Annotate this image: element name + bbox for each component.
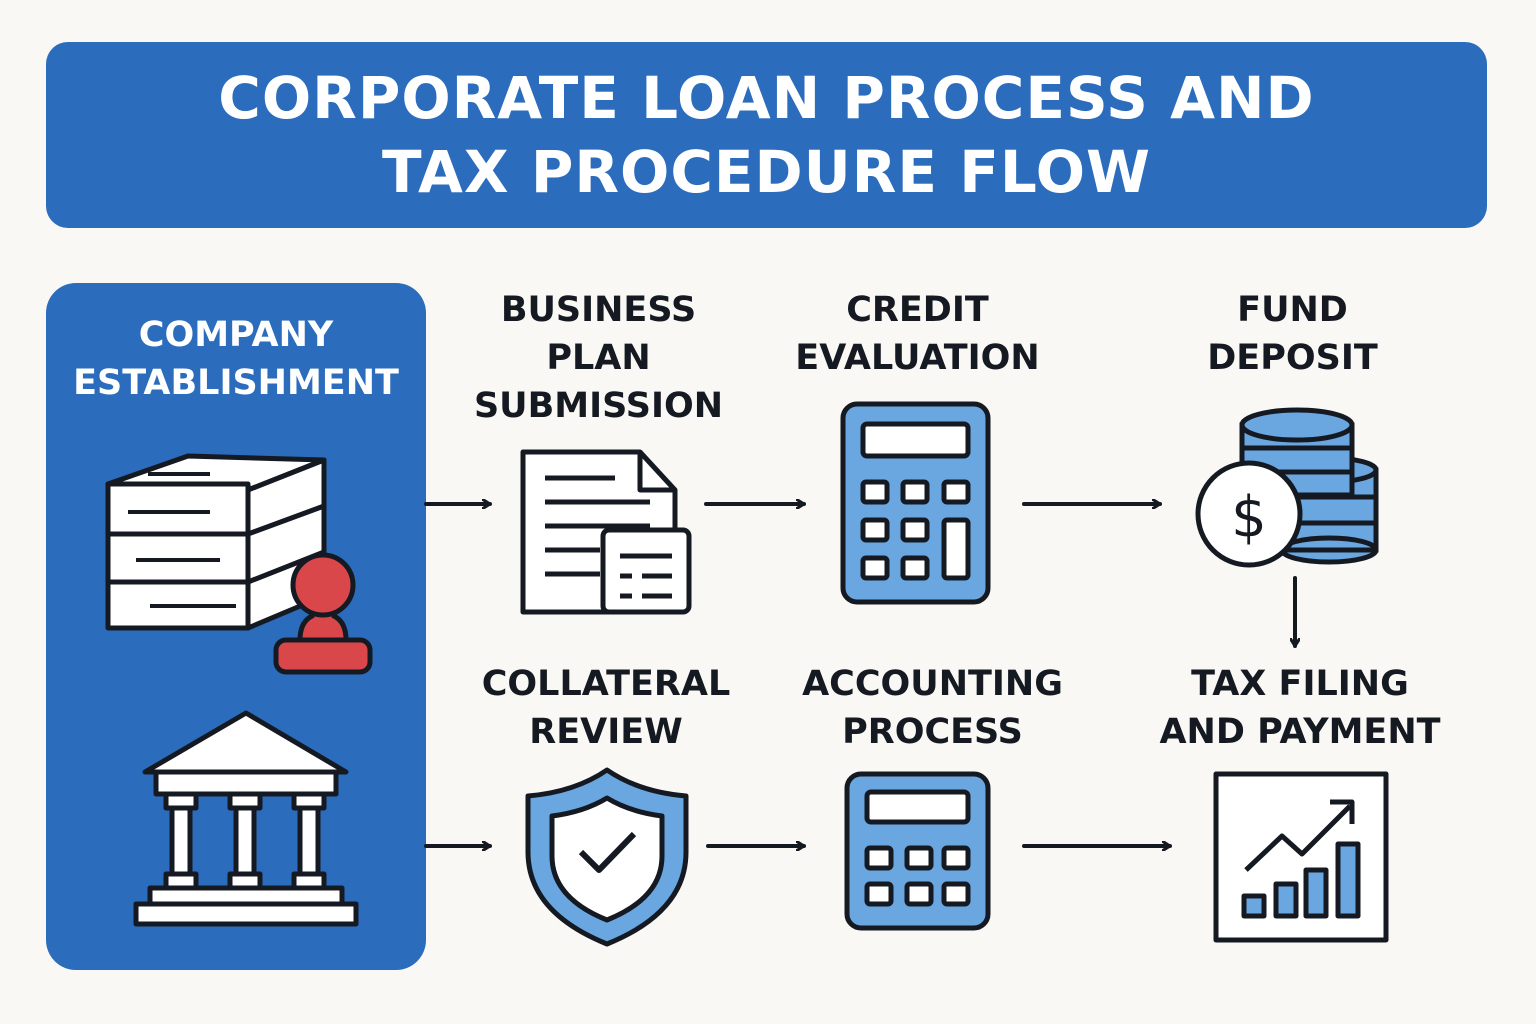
page-title: CORPORATE LOAN PROCESS AND TAX PROCEDURE…	[46, 42, 1487, 228]
title-banner: CORPORATE LOAN PROCESS AND TAX PROCEDURE…	[46, 42, 1487, 228]
label-line: SUBMISSION	[473, 386, 724, 426]
company-establishment-title-line-1: COMPANY	[138, 315, 334, 355]
page-title-line-1: CORPORATE LOAN PROCESS AND	[218, 64, 1315, 132]
document-icon	[520, 449, 692, 615]
label-line: DEPOSIT	[1207, 338, 1378, 378]
step-label-tax-filing-and-payment: TAX FILING AND PAYMENT	[1140, 660, 1460, 756]
label-line: TAX FILING	[1191, 664, 1409, 704]
step-label-business-plan-submission: BUSINESS PLAN SUBMISSION	[446, 286, 751, 430]
label-line: AND PAYMENT	[1159, 712, 1441, 752]
label-line: BUSINESS	[500, 290, 697, 330]
step-label-collateral-review: COLLATERAL REVIEW	[446, 660, 766, 756]
growth-chart-icon	[1213, 771, 1389, 943]
stamp-icon	[273, 552, 373, 675]
label-line: REVIEW	[529, 712, 683, 752]
calculator-icon	[840, 401, 991, 605]
label-line: EVALUATION	[795, 338, 1040, 378]
svg-text:$: $	[1231, 485, 1267, 550]
label-line: COLLATERAL	[481, 664, 731, 704]
page-title-line-2: TAX PROCEDURE FLOW	[381, 138, 1152, 206]
coins-dollar-icon: $	[1195, 407, 1379, 568]
box-stack-icon	[105, 453, 327, 631]
step-label-accounting-process: ACCOUNTING PROCESS	[775, 660, 1090, 756]
step-label-fund-deposit: FUND DEPOSIT	[1160, 286, 1425, 382]
label-line: PLAN	[546, 338, 651, 378]
arrows	[424, 504, 1295, 846]
company-establishment-title-line-2: ESTABLISHMENT	[73, 363, 399, 403]
bank-icon	[133, 710, 359, 927]
label-line: CREDIT	[846, 290, 989, 330]
step-label-credit-evaluation: CREDIT EVALUATION	[760, 286, 1075, 382]
label-line: ACCOUNTING	[802, 664, 1063, 704]
shield-check-icon	[525, 767, 689, 947]
company-establishment-panel: COMPANY ESTABLISHMENT	[46, 283, 426, 970]
calculator-icon	[844, 771, 991, 931]
label-line: FUND	[1237, 290, 1348, 330]
label-line: PROCESS	[842, 712, 1023, 752]
company-establishment-title: COMPANY ESTABLISHMENT	[46, 311, 426, 407]
